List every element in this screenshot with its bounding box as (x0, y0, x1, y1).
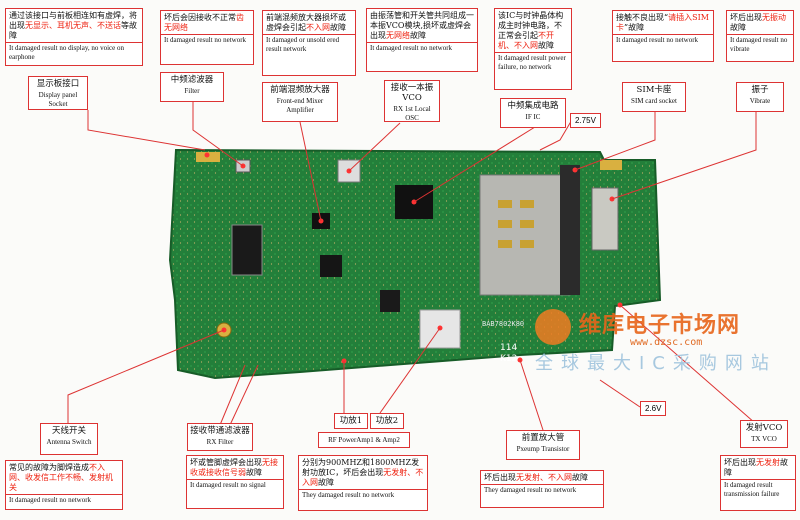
display-socket-label: 显示板接口 Display panel Socket (28, 76, 88, 110)
antenna-note: 常见的故障为脚焊造成不入网、收发信工作不畅、发射机关 It damaged re… (5, 460, 123, 510)
leader-sim (574, 110, 656, 171)
vco-label: 接收一本振VCO RX 1st Local OSC (384, 80, 440, 122)
leader-mixer (299, 121, 322, 222)
vibrate-label: 振子 Vibrate (736, 82, 784, 112)
mixer-note: 前端混频放大器损坏或虚焊会引起不入网故障 It damaged or unsol… (262, 10, 356, 76)
display-socket-note: 通过该接口与前板相连如有虚焊，将出现无显示、耳机无声、不送话等故障 It dam… (5, 8, 143, 66)
leader-filter (192, 97, 244, 167)
pa2-label: 功放2 (370, 413, 404, 429)
voltage-2-75v: 2.75V (570, 113, 601, 128)
watermark-brand: 维库电子市场网 (579, 313, 741, 338)
filter-label: 中频滤波器 Filter (160, 72, 224, 102)
display-socket-part (231, 224, 263, 276)
preamp-note: 坏后出现无发射、不入网故障 They damaged result no net… (480, 470, 604, 508)
brand-logo-icon (535, 309, 571, 345)
leader-preamp (519, 359, 544, 431)
leader-display (87, 110, 206, 151)
leader-vco (348, 122, 401, 172)
watermark: 维库电子市场网 www.dzsc.com 全球最大IC采购网站 (535, 305, 795, 375)
chip-code: BAB7802K80 (482, 320, 524, 328)
leader-pa2 (379, 327, 441, 414)
leader-rxfilter-b (229, 364, 259, 426)
pa1-label: 功放1 (334, 413, 368, 429)
vco-note: 由振荡管和开关管共同组成一本振VCO模块,损坏或虚焊会出现无网络故障 It da… (366, 8, 478, 72)
leader-ic (413, 126, 536, 203)
leader-rxfilter (219, 364, 246, 426)
txvco-label: 发射VCO TX VCO (740, 420, 788, 448)
if-ic-label: 中频集成电路 IF IC (500, 98, 566, 128)
pa-note: 分别为900MHZ和1800MHZ发射功放IC，坏后会出现无发射、不入网故障 T… (298, 455, 428, 511)
mixer-label: 前端混频放大器 Front-end Mixer Amplifier (262, 82, 338, 122)
chip-label-2: K12 (500, 354, 517, 364)
leader-2-6v (599, 379, 641, 408)
sim-note: 接触不良出现“请插入SIM卡”故障 It damaged result no n… (612, 10, 714, 62)
antenna-label: 天线开关 Antenna Switch (40, 423, 98, 455)
sim-label: SIM卡座 SIM card socket (622, 82, 686, 112)
watermark-url: www.dzsc.com (630, 337, 703, 348)
if-ic-note: 该IC与时钟晶体构成主时钟电路，不正常会引起不开机、不入网故障 It damag… (494, 8, 572, 90)
leader-txvco (619, 304, 756, 424)
leader-vibrate (611, 110, 757, 200)
filter-note: 坏后会因接收不正常齿无网络 It damaged result no netwo… (160, 10, 254, 65)
voltage-2-6v: 2.6V (640, 401, 667, 416)
leader-antenna (67, 329, 225, 425)
pa-en-label: RF PowerAmp1 & Amp2 (318, 432, 410, 448)
preamp-label: 前置放大管 Pxeump Transistor (506, 430, 580, 460)
small-ic-part (320, 255, 342, 277)
sim-socket-part (479, 174, 571, 296)
vibrate-note: 坏后出现无振动故障 It damaged result no vibrate (726, 10, 794, 62)
watermark-slogan: 全球最大IC采购网站 (535, 353, 777, 374)
pa2-part (380, 290, 400, 312)
txvco-note: 坏后出现无发射故障 It damaged result transmission… (720, 455, 796, 511)
chip-label-1: 114 (500, 343, 517, 353)
leader-2-75v (539, 117, 574, 151)
rxfilter-label: 接收带通滤波器 RX Filter (187, 423, 253, 451)
rxfilter-note: 坏或管脚虚焊会出现无接收或接收信号弱故障 It damaged result n… (186, 455, 284, 509)
gold-contact-right (600, 160, 622, 170)
